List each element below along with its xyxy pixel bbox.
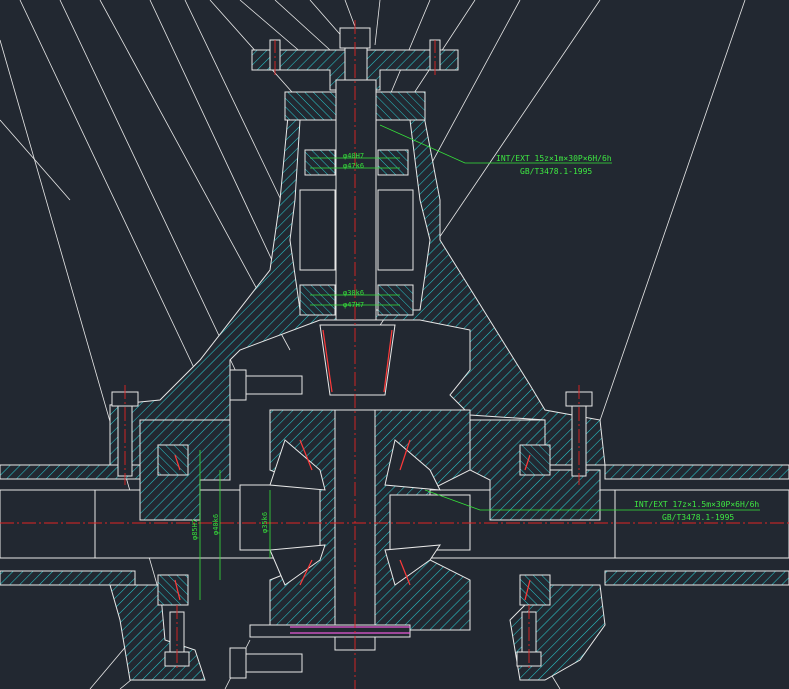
thrust-washer bbox=[290, 626, 410, 634]
dim-d40k6: φ40k6 bbox=[212, 514, 220, 535]
dim-d47H7: φ47H7 bbox=[343, 301, 364, 309]
spline-note-top-line1: INT/EXT 15z×1m×30P×6H/6h bbox=[496, 154, 612, 163]
dim-d47k6: φ47k6 bbox=[343, 162, 364, 170]
spline-note-top-line2: GB/T3478.1-1995 bbox=[520, 167, 592, 176]
spline-note-mid-line1: INT/EXT 17z×1.5m×30P×6H/6h bbox=[634, 500, 759, 509]
axle-housing bbox=[0, 464, 789, 586]
dim-d85H7: φ85H7 bbox=[191, 519, 199, 540]
dimension-labels: φ40H7 φ47k6 φ30k6 φ47H7 φ85H7 φ40k6 φ35k… bbox=[191, 152, 364, 540]
dim-d35k6: φ35k6 bbox=[261, 512, 269, 533]
centerlines bbox=[0, 20, 789, 689]
gear-contact-lines bbox=[174, 329, 531, 601]
dimension-lines bbox=[199, 124, 760, 600]
dim-d30k6: φ30k6 bbox=[343, 289, 364, 297]
spline-note-mid-line2: GB/T3478.1-1995 bbox=[662, 513, 734, 522]
spline-notes: INT/EXT 15z×1m×30P×6H/6h GB/T3478.1-1995… bbox=[496, 154, 759, 522]
dim-d40H7: φ40H7 bbox=[343, 152, 364, 160]
pinion-shaft bbox=[299, 27, 414, 396]
